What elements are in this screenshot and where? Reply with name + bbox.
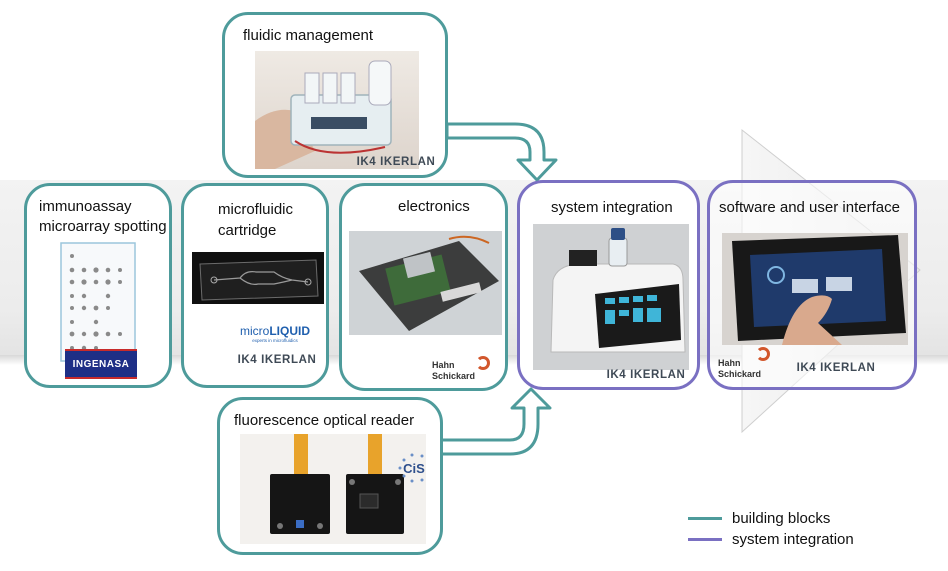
arrow-fluidic-to-system: [445, 122, 558, 182]
optical-reader-block: fluorescence optical reader CiS: [217, 397, 443, 555]
immunoassay-block: immunoassay microarray spotting INGENASA: [24, 183, 172, 388]
ikerlan-logo: IK4 IKERLAN: [606, 369, 686, 381]
legend-item-building-blocks: building blocks: [688, 510, 830, 527]
microfluidic-cartridge-block: microfluidic cartridge microLIQUID exper…: [181, 183, 329, 388]
legend-swatch: [688, 538, 722, 541]
cartridge-title-line2: cartridge: [218, 222, 277, 239]
ikerlan-logo: IK4 IKERLAN: [237, 354, 317, 366]
microarray-slide-photo: [60, 242, 136, 362]
electronics-board-photo: [349, 231, 502, 335]
legend-swatch: [688, 517, 722, 520]
cartridge-photo: [192, 252, 324, 304]
cis-logo: CiS: [394, 450, 434, 486]
fluidic-management-title: fluidic management: [243, 27, 374, 44]
system-integration-block: system integration IK4 IKERLAN: [517, 180, 700, 390]
microliquid-logo: microLIQUID experts in microfluidics: [239, 323, 310, 343]
optical-reader-title: fluorescence optical reader: [234, 412, 415, 429]
software-ui-block: software and user interface Hahn Schicka…: [707, 180, 917, 390]
fluidic-device-photo: [255, 51, 419, 169]
immunoassay-title-line2: microarray spotting: [39, 218, 167, 235]
arrow-optical-to-system: [438, 387, 552, 456]
touchscreen-photo: [722, 233, 908, 345]
immunoassay-title-line1: immunoassay: [39, 198, 132, 215]
ikerlan-logo: IK4 IKERLAN: [796, 362, 876, 374]
hahn-schickard-swirl-icon: [476, 356, 490, 370]
optical-sensor-photo: [240, 434, 426, 544]
hahn-schickard-logo: Hahn Schickard: [432, 356, 502, 386]
software-ui-title: software and user interface: [719, 199, 900, 216]
fluidic-management-block: fluidic management IK4 IKERLAN: [222, 12, 448, 178]
ingenasa-logo: INGENASA: [65, 349, 137, 379]
electronics-block: electronics Hahn Schickard: [339, 183, 508, 391]
hahn-schickard-swirl-icon: [756, 347, 770, 361]
system-integration-title: system integration: [551, 199, 673, 216]
legend-label: building blocks: [732, 510, 831, 527]
ikerlan-logo: IK4 IKERLAN: [356, 156, 436, 168]
electronics-title: electronics: [398, 198, 470, 215]
legend-label: system integration: [732, 531, 854, 548]
system-device-photo: [533, 224, 689, 370]
legend-item-system-integration: system integration: [688, 531, 854, 548]
cartridge-title-line1: microfluidic: [218, 201, 294, 218]
hahn-schickard-logo: Hahn Schickard: [718, 347, 784, 383]
